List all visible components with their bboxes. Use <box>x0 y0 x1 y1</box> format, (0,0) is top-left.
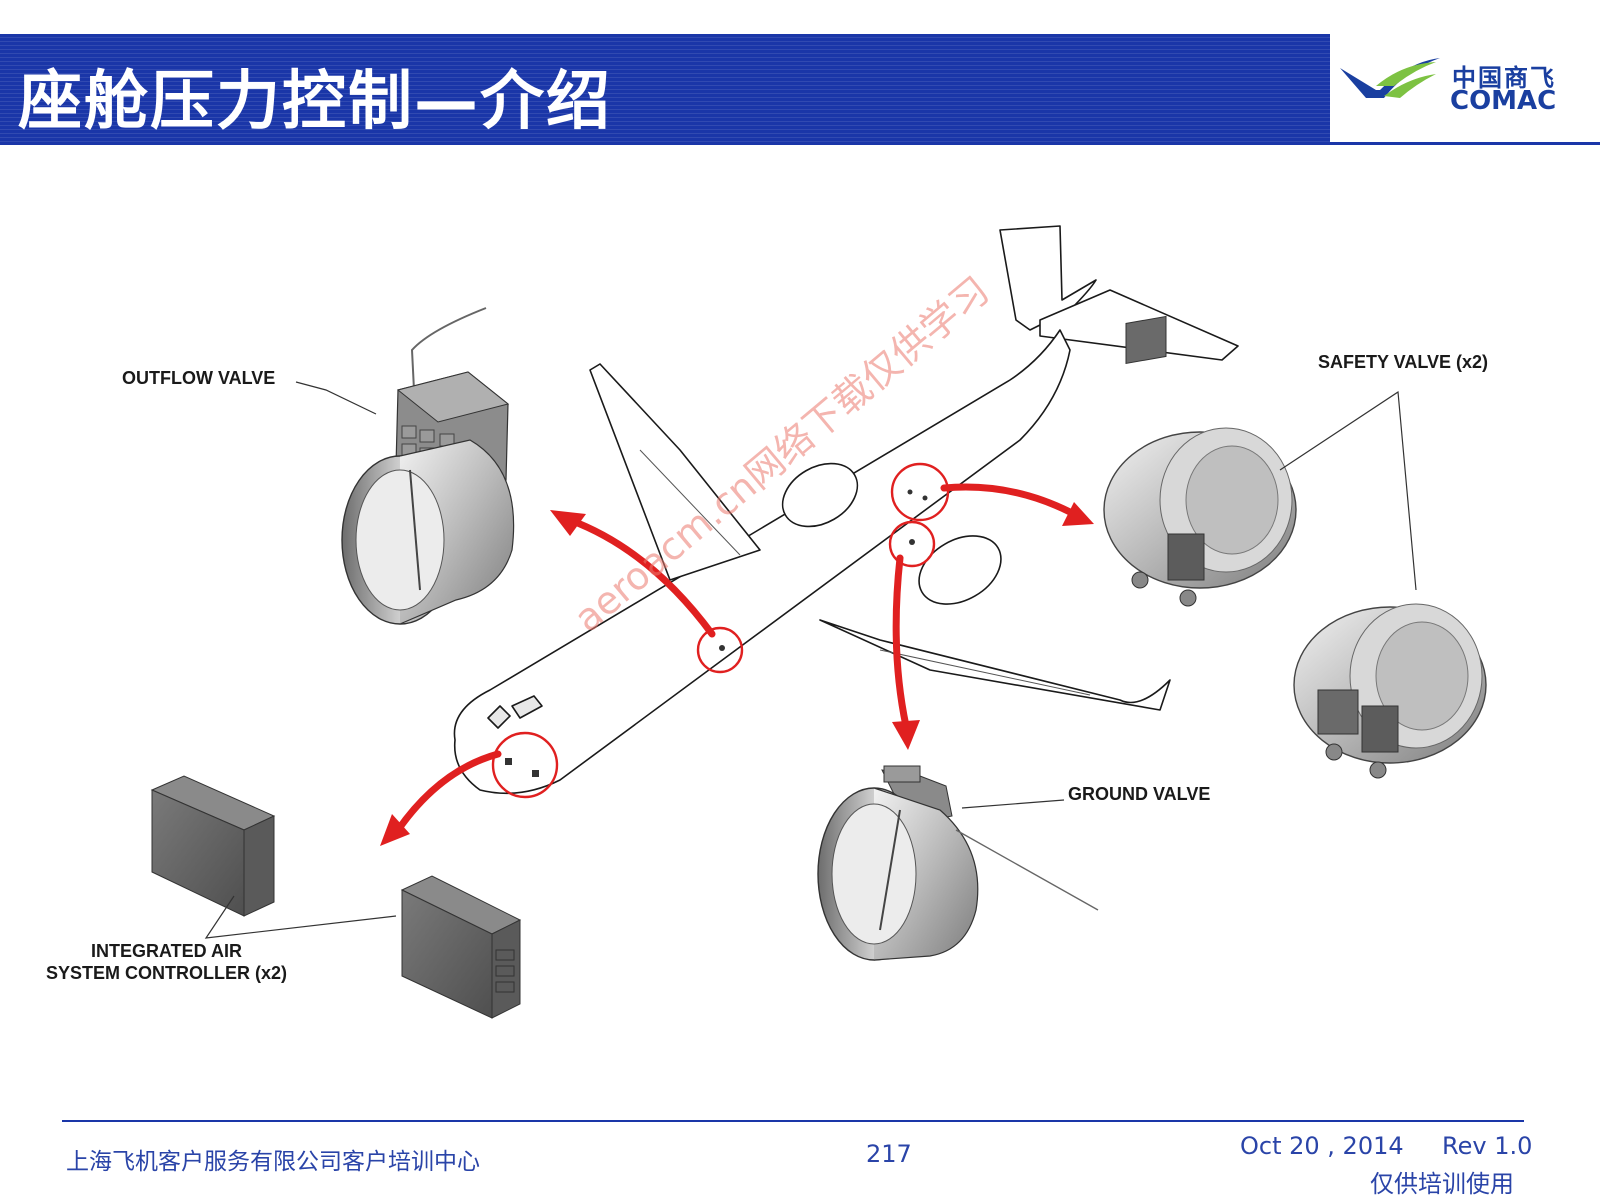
diagram-artwork <box>150 225 1487 1019</box>
logo-english-text: COMAC <box>1450 86 1557 116</box>
location-markers <box>491 462 950 799</box>
safety-valve-label: SAFETY VALVE (x2) <box>1318 352 1489 372</box>
logo-chinese-text: 中国商飞 <box>1452 64 1556 92</box>
iasc-box-1 <box>150 775 276 917</box>
footer-organization: 上海飞机客户服务有限公司客户培训中心 <box>66 1149 480 1175</box>
arrow-heads <box>380 502 1094 846</box>
outflow-valve-artwork <box>341 307 515 625</box>
safety-valve-marker <box>890 462 950 522</box>
location-arrows <box>394 483 1074 834</box>
comac-logo: 中国商飞 COMAC <box>1336 40 1600 140</box>
iasc-box-2 <box>400 875 522 1019</box>
footer-revision: Rev 1.0 <box>1442 1132 1533 1160</box>
safety-valve-artwork-1 <box>1103 315 1297 607</box>
ground-valve-artwork <box>817 765 1099 961</box>
ground-valve-marker <box>888 520 936 568</box>
comac-wing-logo-icon <box>1340 58 1440 98</box>
footer-date: Oct 20 , 2014 <box>1240 1132 1404 1160</box>
iasc-marker <box>491 731 559 799</box>
header-divider <box>0 142 1600 145</box>
safety-valve-artwork-2 <box>1293 603 1487 779</box>
cabin-pressure-diagram: OUTFLOW VALVE SAFETY VALVE (x2) GROUND V… <box>0 150 1600 1090</box>
page-number: 217 <box>866 1140 912 1168</box>
iasc-label: INTEGRATED AIR SYSTEM CONTROLLER (x2) <box>46 941 288 983</box>
page-title: 座舱压力控制—介绍 <box>18 65 612 139</box>
outflow-valve-label: OUTFLOW VALVE <box>122 368 276 388</box>
footer-divider <box>62 1120 1524 1122</box>
footer-training-note: 仅供培训使用 <box>1370 1170 1514 1198</box>
header-band: 座舱压力控制—介绍 <box>0 34 1330 142</box>
ground-valve-label: GROUND VALVE <box>1068 784 1211 804</box>
outflow-valve-marker <box>696 626 744 674</box>
